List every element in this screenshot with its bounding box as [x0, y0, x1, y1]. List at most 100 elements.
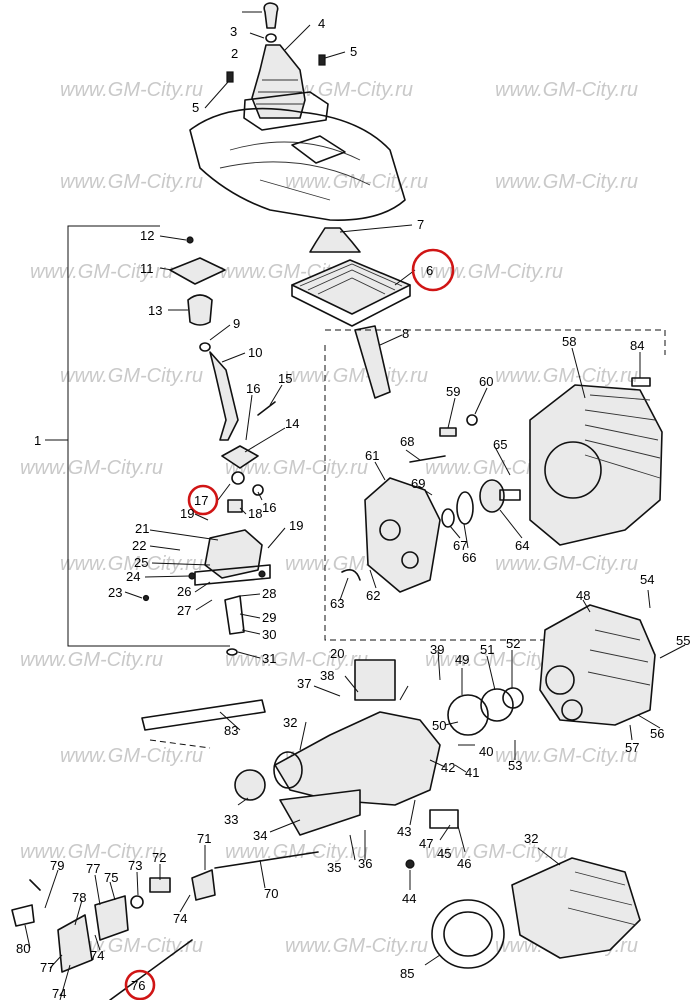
- callout-74: 74: [173, 911, 187, 926]
- floor-opening: [291, 135, 346, 164]
- callout-42: 42: [441, 760, 455, 775]
- callout-77: 77: [40, 960, 54, 975]
- callout-68: 68: [400, 434, 414, 449]
- callout-15: 15: [278, 371, 292, 386]
- detent: [11, 904, 35, 927]
- bolt: [439, 427, 457, 437]
- lower-boot: [309, 227, 361, 253]
- o-ring: [502, 687, 524, 709]
- watermark: www.GM-City.ru: [20, 649, 163, 671]
- callout-41: 41: [465, 765, 479, 780]
- callout-74: 74: [90, 948, 104, 963]
- callout-69: 69: [411, 476, 425, 491]
- callout-7: 7: [417, 217, 424, 232]
- watermark: www.GM-City.ru: [495, 79, 638, 101]
- callout-59: 59: [446, 384, 460, 399]
- watermark: www.GM-City.ru: [285, 365, 428, 387]
- transfer-case-top: [354, 659, 396, 701]
- callout-52: 52: [506, 636, 520, 651]
- callout-67: 67: [453, 538, 467, 553]
- brace: [141, 699, 266, 731]
- watermark: www.GM-City.ru: [495, 553, 638, 575]
- callout-32: 32: [524, 831, 538, 846]
- callout-45: 45: [437, 846, 451, 861]
- gasket-large: [431, 899, 505, 969]
- callout-14: 14: [285, 416, 299, 431]
- watermark: www.GM-City.ru: [30, 261, 173, 283]
- callout-32: 32: [283, 715, 297, 730]
- shift-lever: [209, 351, 239, 441]
- nut: [252, 484, 264, 496]
- callout-17: 17: [194, 493, 208, 508]
- callout-8: 8: [402, 326, 409, 341]
- callout-55: 55: [676, 633, 690, 648]
- shift-rail-parts: [11, 851, 319, 1000]
- input-bearing: [479, 479, 505, 513]
- callout-5: 5: [350, 44, 357, 59]
- watermark: www.GM-City.ru: [495, 365, 638, 387]
- callout-23: 23: [108, 585, 122, 600]
- pin: [29, 879, 41, 891]
- callout-30: 30: [262, 627, 276, 642]
- lower-boot-assembly: [291, 227, 411, 399]
- highlight-circle-6: [411, 248, 455, 292]
- bushing-small: [231, 471, 245, 485]
- transfer-case-assembly: [141, 659, 459, 869]
- callout-26: 26: [177, 584, 191, 599]
- watermark: www.GM-City.ru: [225, 457, 368, 479]
- callout-63: 63: [330, 596, 344, 611]
- gasket: [456, 491, 474, 525]
- callout-60: 60: [479, 374, 493, 389]
- boot-retainer: [243, 91, 329, 131]
- callout-33: 33: [224, 812, 238, 827]
- callout-85: 85: [400, 966, 414, 981]
- callout-29: 29: [262, 610, 276, 625]
- callout-11: 11: [140, 261, 154, 276]
- adapter-bore: [401, 551, 419, 569]
- callout-38: 38: [320, 668, 334, 683]
- shift-rail: [214, 851, 319, 869]
- callout-53: 53: [508, 758, 522, 773]
- transmission-case-body: [539, 604, 656, 726]
- callout-75: 75: [104, 870, 118, 885]
- bushing: [187, 294, 213, 326]
- adapter-parts: [341, 414, 521, 593]
- callout-18: 18: [248, 506, 262, 521]
- leader-lines: [24, 11, 686, 1000]
- callout-74: 74: [52, 986, 66, 1000]
- gasket: [447, 694, 489, 736]
- watermark: www.GM-City.ru: [60, 171, 203, 193]
- transfer-case-lower: [279, 789, 361, 836]
- callout-10: 10: [248, 345, 262, 360]
- callout-21: 21: [135, 521, 149, 536]
- callout-71: 71: [197, 831, 211, 846]
- bolt: [258, 570, 266, 578]
- callout-25: 25: [134, 555, 148, 570]
- callout-9: 9: [233, 316, 240, 331]
- nut: [199, 342, 211, 352]
- case-bore: [545, 665, 575, 695]
- callout-22: 22: [132, 538, 146, 553]
- callout-35: 35: [327, 860, 341, 875]
- transfer-case: [274, 711, 441, 806]
- callout-16: 16: [246, 381, 260, 396]
- callout-24: 24: [126, 569, 140, 584]
- pin: [142, 594, 150, 602]
- callout-73: 73: [128, 858, 142, 873]
- callout-65: 65: [493, 437, 507, 452]
- callout-54: 54: [640, 572, 654, 587]
- clip: [341, 569, 361, 581]
- shift-boot-upper: [251, 44, 306, 119]
- callout-56: 56: [650, 726, 664, 741]
- callout-19: 19: [180, 506, 194, 521]
- callout-28: 28: [262, 586, 276, 601]
- brace-outline: [149, 739, 211, 749]
- callout-49: 49: [455, 652, 469, 667]
- shift-knob: [263, 2, 279, 29]
- callout-70: 70: [264, 886, 278, 901]
- watermark: www.GM-City.ru: [495, 745, 638, 767]
- callout-40: 40: [479, 744, 493, 759]
- seal-base: [291, 284, 411, 327]
- highlight-circle-17: [187, 484, 219, 516]
- callout-37: 37: [297, 676, 311, 691]
